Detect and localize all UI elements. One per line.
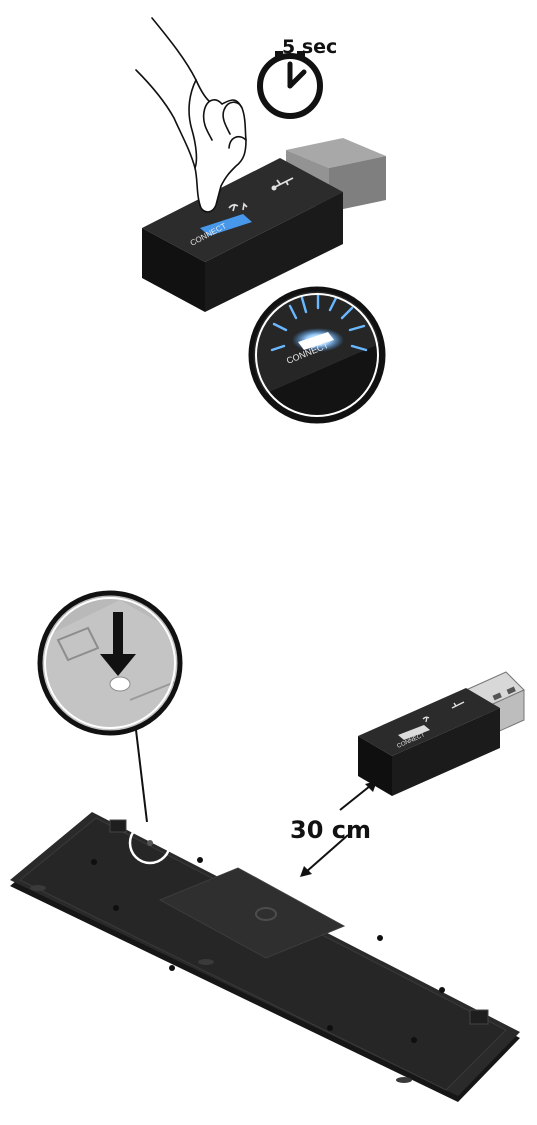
zoom-circle-reset	[38, 590, 190, 740]
timer-label: 5 sec	[282, 36, 337, 58]
keyboard-bottom	[10, 812, 520, 1102]
leader-line	[136, 730, 147, 822]
step1-panel: CONNECT 5 sec	[136, 18, 410, 430]
zoom-circle-led: CONNECT	[240, 270, 410, 430]
receiver-dongle-2: CONNECT	[358, 672, 524, 796]
hand-pointer-icon	[136, 18, 246, 212]
keyboard-foot-left	[110, 820, 126, 832]
distance-label: 30 cm	[290, 816, 371, 844]
reset-pinhole[interactable]	[147, 840, 153, 846]
keyboard-foot-right	[470, 1010, 488, 1024]
clock-icon	[260, 51, 320, 116]
step2-panel: 30 cm CONNECT	[10, 590, 524, 1102]
